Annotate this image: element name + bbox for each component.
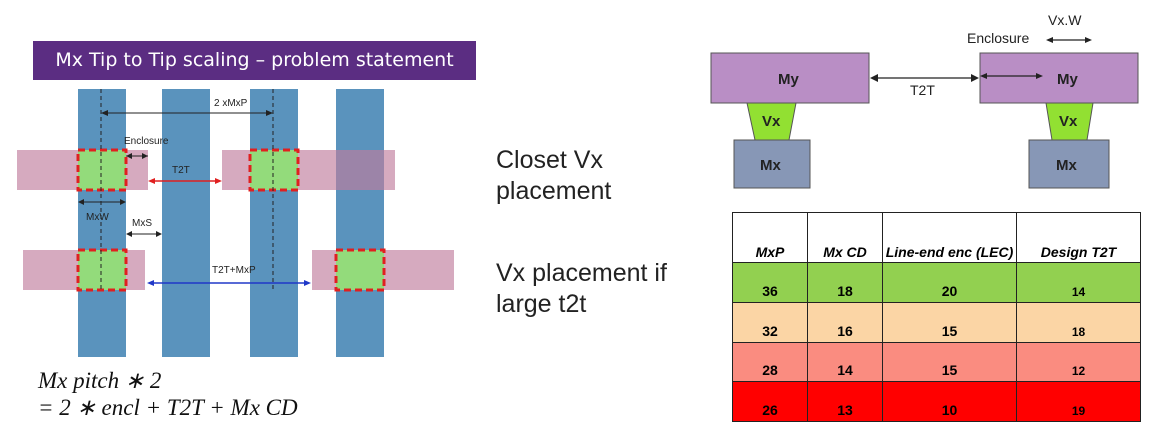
- cell-design-t2t: 18: [1016, 301, 1141, 343]
- mx-label-right: Mx: [1056, 157, 1077, 174]
- table-row: 26 13 10 19: [732, 381, 1141, 422]
- cell-lec: 15: [882, 301, 1017, 343]
- my-label-left: My: [778, 71, 799, 88]
- formula-line-1: Mx pitch ∗ 2: [38, 368, 162, 393]
- enclosure-arrow-right-head-left: [980, 73, 987, 79]
- cell-design-t2t: 19: [1016, 381, 1141, 422]
- mxs-label: MxS: [132, 218, 152, 229]
- cell-design-t2t: 12: [1016, 341, 1141, 383]
- enclosure-arrow-right-head-right: [1036, 73, 1043, 79]
- large-t2t-placement-text: Vx placement if large t2t: [496, 258, 667, 320]
- t2t-arrow-head-right: [215, 178, 222, 184]
- mx-label-left: Mx: [760, 157, 781, 174]
- metal-line-1: [78, 89, 126, 357]
- metal-line-2: [162, 89, 210, 357]
- cell-mxp: 26: [732, 381, 808, 422]
- t2t-arrow-right-head-left: [870, 74, 878, 82]
- mxw-label: MxW: [86, 212, 109, 223]
- vxw-arrow-head-left: [1046, 37, 1053, 43]
- header-design-t2t: Design T2T: [1016, 212, 1141, 263]
- t2t-label-right: T2T: [910, 82, 935, 98]
- via-lower-right: [334, 248, 386, 292]
- t2t-arrow-head-left: [148, 178, 155, 184]
- cell-mx-cd: 16: [807, 301, 883, 343]
- my-label-right: My: [1057, 71, 1078, 88]
- closest-vx-line2: placement: [496, 177, 612, 205]
- cell-design-t2t: 14: [1016, 262, 1141, 303]
- cell-lec: 20: [882, 262, 1017, 303]
- cell-lec: 15: [882, 341, 1017, 383]
- large-t2t-line2: large t2t: [496, 290, 587, 318]
- scaling-parameter-table: MxP Mx CD Line-end enc (LEC) Design T2T …: [732, 212, 1141, 422]
- enclosure-label-right: Enclosure: [967, 30, 1029, 46]
- table-header-row: MxP Mx CD Line-end enc (LEC) Design T2T: [732, 212, 1141, 263]
- cell-mx-cd: 18: [807, 262, 883, 303]
- mxw-arrow-head-right: [120, 199, 126, 205]
- formula-line-2: = 2 ∗ encl + T2T + Mx CD: [38, 395, 298, 420]
- closest-vx-placement-text: Closet Vx placement: [496, 145, 611, 207]
- table-row: 32 16 15 18: [732, 301, 1141, 343]
- cell-mx-cd: 14: [807, 341, 883, 383]
- mxs-arrow-head-left: [126, 231, 132, 237]
- table-row: 28 14 15 12: [732, 341, 1141, 383]
- enclosure-label: Enclosure: [124, 136, 169, 147]
- t2t-label: T2T: [172, 165, 190, 176]
- metal-line-3: [250, 89, 298, 357]
- vx-label-left: Vx: [762, 113, 781, 130]
- table-row: 36 18 20 14: [732, 262, 1141, 303]
- t2t-arrow-right-head-right: [971, 74, 979, 82]
- header-lec: Line-end enc (LEC): [882, 212, 1017, 263]
- cell-mxp: 28: [732, 341, 808, 383]
- vxw-label: Vx.W: [1048, 12, 1082, 28]
- t2t-mxp-arrow-head-left: [147, 280, 154, 286]
- cell-lec: 10: [882, 381, 1017, 422]
- pitch-arrow-head-right: [266, 110, 273, 116]
- via-enclosure-diagram: My Vx Mx My Vx Mx T2T Enclosure Vx.W: [710, 12, 1139, 189]
- mx-box-right: [1028, 139, 1110, 189]
- t2t-mxp-arrow-head-right: [304, 280, 311, 286]
- cell-mxp: 36: [732, 262, 808, 303]
- pitch-label: 2 xMxP: [214, 98, 248, 109]
- via-upper-right: [248, 148, 300, 192]
- closest-vx-line1: Closet Vx: [496, 146, 603, 174]
- via-lower-left: [76, 248, 128, 292]
- tip-to-tip-layout-diagram: 2 xMxP Enclosure T2T MxW MxS T2T+MxP: [17, 89, 454, 357]
- upper-right-mx-line: [222, 150, 395, 190]
- pitch-arrow-head-left: [101, 110, 108, 116]
- vx-label-right: Vx: [1059, 113, 1078, 130]
- metal-line-4: [336, 89, 384, 357]
- mxs-arrow-head-right: [156, 231, 162, 237]
- title-banner: Mx Tip to Tip scaling – problem statemen…: [33, 41, 476, 80]
- header-mxp: MxP: [732, 212, 808, 263]
- vxw-arrow-head-right: [1085, 37, 1092, 43]
- enclosure-arrow-tail: [126, 153, 132, 159]
- mxw-arrow-head-left: [78, 199, 84, 205]
- my-box-left: [710, 52, 870, 104]
- cell-mx-cd: 13: [807, 381, 883, 422]
- large-t2t-line1: Vx placement if: [496, 259, 667, 287]
- pitch-formula: Mx pitch ∗ 2 = 2 ∗ encl + T2T + Mx CD: [38, 367, 298, 421]
- mx-box-left: [733, 139, 811, 189]
- cell-mxp: 32: [732, 301, 808, 343]
- enclosure-arrow-head: [142, 153, 148, 159]
- my-box-right: [979, 52, 1139, 104]
- t2t-mxp-label: T2T+MxP: [212, 265, 256, 276]
- via-upper-left: [76, 148, 128, 192]
- header-mx-cd: Mx CD: [807, 212, 883, 263]
